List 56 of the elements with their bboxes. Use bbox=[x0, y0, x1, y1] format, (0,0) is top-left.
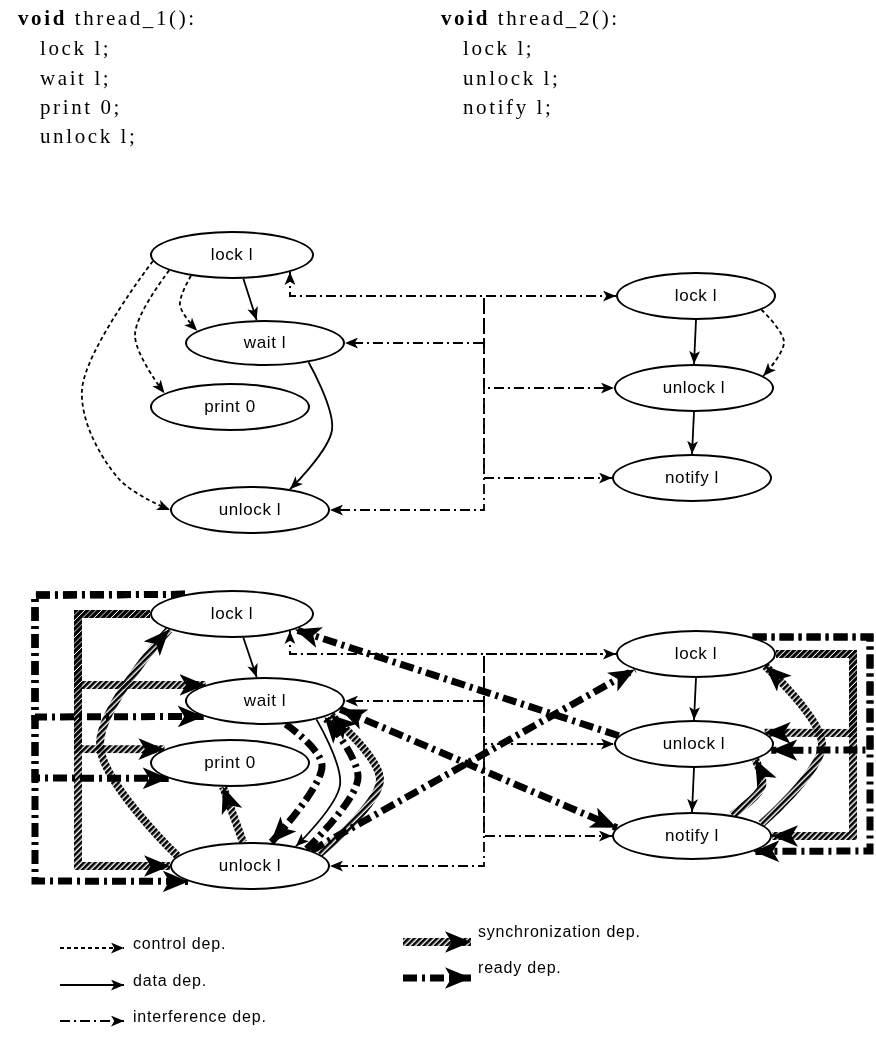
code-line: void thread_2(): bbox=[441, 6, 620, 30]
arrow bbox=[687, 411, 699, 455]
arrow bbox=[242, 636, 258, 679]
thick-dash-dot-arrow bbox=[309, 666, 637, 854]
ellipse-node bbox=[185, 677, 345, 725]
arrow bbox=[689, 319, 700, 365]
legend-label: synchronization dep. bbox=[478, 922, 641, 942]
arrow bbox=[295, 718, 342, 848]
statement-label: notify l bbox=[665, 468, 719, 488]
statement-label: unlock l bbox=[218, 856, 282, 876]
hatched-arrow bbox=[219, 785, 247, 844]
hatched-arrow bbox=[316, 711, 384, 858]
statement-label: print 0 bbox=[204, 753, 256, 773]
code-line: unlock l; bbox=[40, 124, 138, 148]
ellipse-node bbox=[612, 812, 772, 860]
arrow bbox=[242, 277, 258, 322]
statement-label: lock l bbox=[674, 286, 718, 306]
arrow bbox=[689, 677, 701, 721]
statement-label: notify l bbox=[665, 826, 719, 846]
ellipse-node bbox=[150, 590, 314, 638]
legend-label: interference dep. bbox=[133, 1007, 267, 1027]
statement-label: unlock l bbox=[662, 734, 726, 754]
ellipse-node bbox=[616, 630, 776, 678]
code-line: lock l; bbox=[463, 36, 535, 60]
arrow bbox=[687, 767, 698, 813]
code-line: lock l; bbox=[40, 36, 112, 60]
thick-dash-dot-arrow bbox=[338, 706, 619, 831]
code-line: print 0; bbox=[40, 95, 123, 119]
dashed-arrow bbox=[81, 260, 171, 511]
statement-label: lock l bbox=[674, 644, 718, 664]
code-line: notify l; bbox=[463, 95, 554, 119]
code-line: unlock l; bbox=[463, 66, 561, 90]
dashed-arrow bbox=[134, 269, 171, 395]
code-line: void thread_1(): bbox=[18, 6, 197, 30]
hatched-arrow bbox=[772, 650, 857, 847]
statement-label: unlock l bbox=[218, 500, 282, 520]
statement-label: wait l bbox=[243, 691, 287, 711]
statement-label: print 0 bbox=[204, 397, 256, 417]
statement-label: lock l bbox=[210, 604, 254, 624]
hatched-arrow bbox=[74, 610, 170, 877]
legend-label: data dep. bbox=[133, 971, 207, 991]
statement-label: lock l bbox=[210, 245, 254, 265]
hatched-arrow bbox=[758, 663, 826, 827]
statement-label: unlock l bbox=[662, 378, 726, 398]
hatched-arrow bbox=[96, 626, 181, 859]
ellipse-node bbox=[150, 739, 310, 787]
ellipse-node bbox=[614, 364, 774, 412]
legend-label: ready dep. bbox=[478, 958, 562, 978]
statement-label: wait l bbox=[243, 333, 287, 353]
thick-dash-dot-arrow bbox=[31, 590, 189, 893]
ellipse-node bbox=[170, 842, 330, 890]
code-line: wait l; bbox=[40, 66, 112, 90]
thick-dash-dot-arrow bbox=[304, 714, 362, 852]
thick-dash-dot-arrow bbox=[752, 633, 874, 863]
dashed-arrow bbox=[760, 308, 785, 377]
legend-label: control dep. bbox=[133, 934, 227, 954]
